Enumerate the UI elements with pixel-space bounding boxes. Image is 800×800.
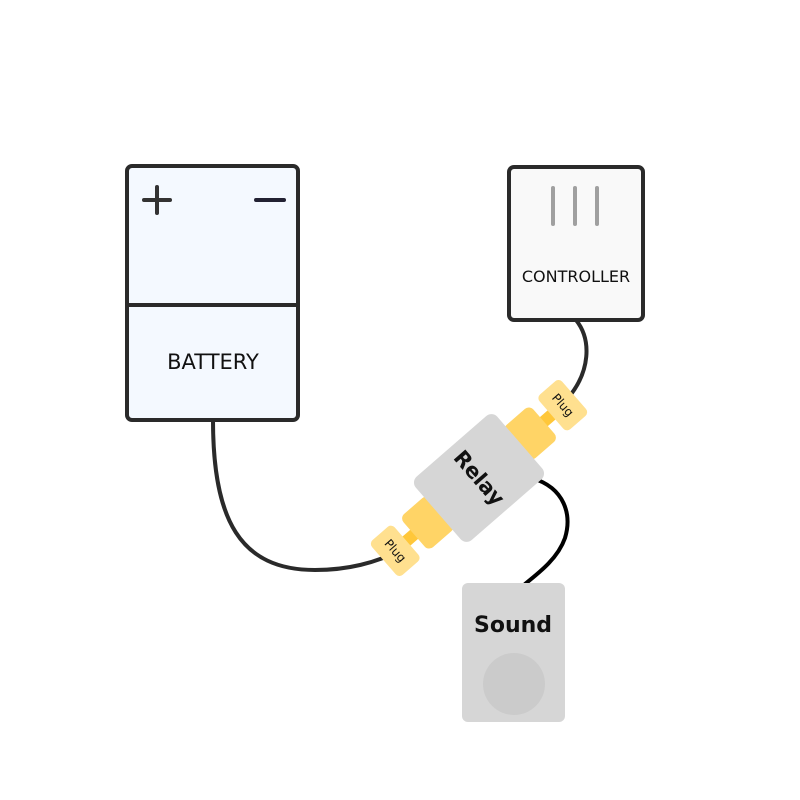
plus-icon [142,185,172,215]
wire-battery-to-relay [211,418,397,573]
battery-label: BATTERY [167,350,259,374]
plug-right[interactable] [536,378,589,432]
battery-body [125,164,300,422]
plug-left[interactable] [369,524,422,578]
relay-body [413,414,545,542]
controller[interactable]: CONTROLLER [507,165,645,322]
relay-connector-left [402,496,454,549]
sound-label: Sound [474,613,552,638]
indicator-lines-icon [551,186,599,226]
speaker-icon [483,653,545,715]
wire-relay-to-sound [523,476,570,586]
wire-controller-to-relay [566,318,589,400]
controller-body [507,165,645,322]
relay-connector-right [504,407,556,460]
battery[interactable]: BATTERY [125,164,300,422]
controller-label: CONTROLLER [522,267,630,286]
sound[interactable]: Sound [462,583,565,722]
relay-assembly[interactable]: Relay Plug Plug [356,364,601,593]
